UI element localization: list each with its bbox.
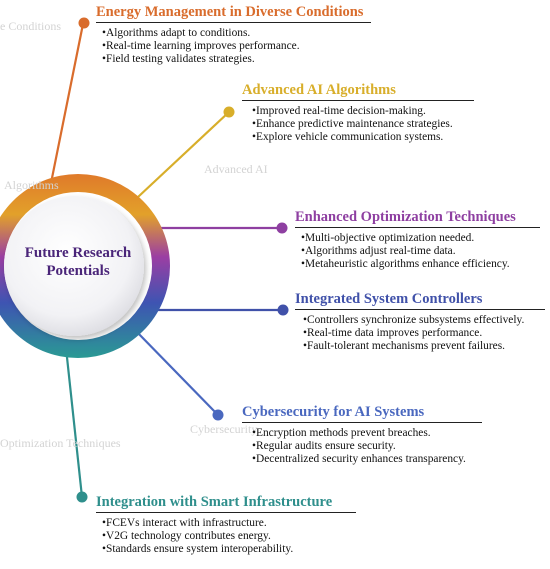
- title-underline: [96, 512, 356, 513]
- bullet-item: Field testing validates strategies.: [102, 53, 371, 66]
- section-title-cybersecurity: Cybersecurity for AI Systems: [242, 404, 425, 420]
- section-title-energy: Energy Management in Diverse Conditions: [96, 4, 364, 20]
- bullet-item: Fault-tolerant mechanisms prevent failur…: [303, 340, 545, 353]
- dot-algorithms: [223, 106, 235, 118]
- bullet-item: Algorithms adapt to conditions.: [102, 27, 371, 40]
- bullet-item: Encryption methods prevent breaches.: [252, 427, 482, 440]
- section-cybersecurity: Cybersecurity for AI Systems Encryption …: [242, 403, 482, 467]
- section-algorithms: Advanced AI Algorithms Improved real-tim…: [242, 81, 474, 145]
- bullet-item: V2G technology contributes energy.: [102, 530, 356, 543]
- bullet-item: Multi-objective optimization needed.: [301, 232, 540, 245]
- bullet-list: Controllers synchronize subsystems effec…: [303, 314, 545, 354]
- section-title-controllers: Integrated System Controllers: [295, 291, 483, 307]
- center-title-line: Future Research: [24, 245, 132, 261]
- title-underline: [242, 422, 482, 423]
- bullet-list: Encryption methods prevent breaches. Reg…: [252, 427, 482, 467]
- connector-energy: [48, 23, 85, 189]
- bullet-item: Explore vehicle communication systems.: [252, 131, 474, 144]
- connector-infrastructure: [64, 347, 84, 498]
- title-underline: [96, 22, 371, 23]
- bullet-item: Regular audits ensure security.: [252, 440, 482, 453]
- faint-label: e Conditions: [0, 19, 62, 33]
- center-title: Future Research Potentials: [12, 244, 144, 280]
- dot-optimization: [276, 222, 288, 234]
- section-infrastructure: Integration with Smart Infrastructure FC…: [96, 493, 356, 557]
- section-controllers: Integrated System Controllers Controller…: [295, 290, 545, 354]
- bullet-item: Decentralized security enhances transpar…: [252, 453, 482, 466]
- center-circle: [4, 196, 144, 336]
- bullet-item: Controllers synchronize subsystems effec…: [303, 314, 545, 327]
- dot-energy: [78, 17, 90, 29]
- center-title-line: Potentials: [46, 263, 110, 279]
- section-title-algorithms: Advanced AI Algorithms: [242, 82, 396, 98]
- bullet-item: Real-time learning improves performance.: [102, 40, 371, 53]
- title-underline: [242, 100, 474, 101]
- bullet-item: Improved real-time decision-making.: [252, 105, 474, 118]
- bullet-item: FCEVs interact with infrastructure.: [102, 517, 356, 530]
- faint-label: Cybersecurity: [190, 422, 258, 436]
- bullet-item: Algorithms adjust real-time data.: [301, 245, 540, 258]
- connector-cybersecurity: [134, 329, 219, 416]
- section-title-optimization: Enhanced Optimization Techniques: [295, 209, 516, 225]
- title-underline: [295, 309, 545, 310]
- connector-algorithms: [137, 111, 230, 198]
- faint-label: Advanced AI: [204, 162, 268, 176]
- bullet-item: Real-time data improves performance.: [303, 327, 545, 340]
- bullet-list: FCEVs interact with infrastructure. V2G …: [102, 517, 356, 557]
- bullet-list: Multi-objective optimization needed. Alg…: [301, 232, 540, 272]
- bullet-list: Algorithms adapt to conditions. Real-tim…: [102, 27, 371, 67]
- section-title-infrastructure: Integration with Smart Infrastructure: [96, 494, 333, 510]
- dot-infrastructure: [76, 491, 88, 503]
- bullet-item: Standards ensure system interoperability…: [102, 543, 356, 556]
- section-energy: Energy Management in Diverse Conditions …: [96, 3, 371, 67]
- bullet-item: Enhance predictive maintenance strategie…: [252, 118, 474, 131]
- faint-label: Optimization Techniques: [0, 436, 121, 450]
- bullet-item: Metaheuristic algorithms enhance efficie…: [301, 258, 540, 271]
- faint-label: Algorithms: [4, 178, 59, 192]
- title-underline: [295, 227, 540, 228]
- section-optimization: Enhanced Optimization Techniques Multi-o…: [295, 208, 540, 272]
- dot-cybersecurity: [212, 409, 224, 421]
- dot-controllers: [277, 304, 289, 316]
- bullet-list: Improved real-time decision-making. Enha…: [252, 105, 474, 145]
